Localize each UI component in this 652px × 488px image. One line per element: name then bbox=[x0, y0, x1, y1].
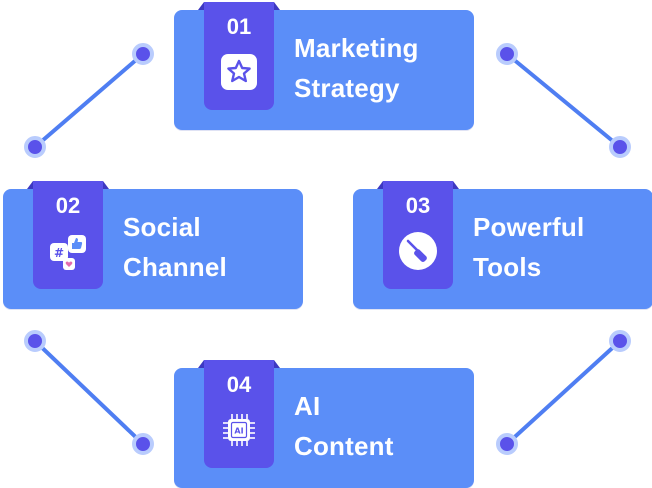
connector-dot bbox=[24, 136, 46, 158]
title-line-2: Content bbox=[294, 431, 394, 461]
title-line-1: Social bbox=[123, 212, 201, 242]
card-title: AI Content bbox=[294, 386, 394, 466]
card-ai-content: 04 AI AI Content bbox=[174, 360, 474, 488]
card-number: 01 bbox=[226, 14, 252, 39]
screwdriver-icon bbox=[398, 231, 438, 271]
connector-dot bbox=[132, 433, 154, 455]
title-line-1: AI bbox=[294, 391, 321, 421]
star-badge-icon bbox=[219, 52, 259, 92]
card-number: 02 bbox=[55, 193, 81, 218]
connector-dot bbox=[496, 43, 518, 65]
connector-top-right bbox=[505, 52, 622, 149]
card-number: 03 bbox=[405, 193, 431, 218]
connector-dot bbox=[496, 433, 518, 455]
number-tab: 02 # bbox=[27, 181, 109, 289]
connector-dot bbox=[132, 43, 154, 65]
svg-text:#: # bbox=[54, 246, 64, 260]
connector-dot bbox=[609, 330, 631, 352]
card-social-channel: 02 # Social Channel bbox=[3, 181, 303, 309]
connector-dot bbox=[24, 330, 46, 352]
number-tab: 01 bbox=[198, 2, 280, 110]
title-line-2: Tools bbox=[473, 252, 542, 282]
title-line-1: Powerful bbox=[473, 212, 585, 242]
chip-label: AI bbox=[234, 427, 243, 436]
connector-top-left bbox=[33, 52, 145, 149]
ai-chip-icon: AI bbox=[219, 410, 259, 450]
card-marketing-strategy: 01 Marketing Strategy bbox=[174, 2, 474, 130]
title-line-2: Channel bbox=[123, 252, 227, 282]
connector-bottom-right bbox=[505, 339, 622, 446]
card-title: Powerful Tools bbox=[473, 207, 584, 287]
connector-dot bbox=[609, 136, 631, 158]
card-number: 04 bbox=[226, 372, 252, 397]
title-line-2: Strategy bbox=[294, 73, 400, 103]
social-media-icon: # bbox=[48, 231, 88, 271]
number-tab: 04 AI bbox=[198, 360, 280, 468]
title-line-1: Marketing bbox=[294, 33, 419, 63]
card-title: Social Channel bbox=[123, 207, 227, 287]
card-powerful-tools: 03 Powerful Tools bbox=[353, 181, 652, 309]
number-tab: 03 bbox=[377, 181, 459, 289]
card-title: Marketing Strategy bbox=[294, 28, 419, 108]
connector-bottom-left bbox=[33, 339, 145, 446]
